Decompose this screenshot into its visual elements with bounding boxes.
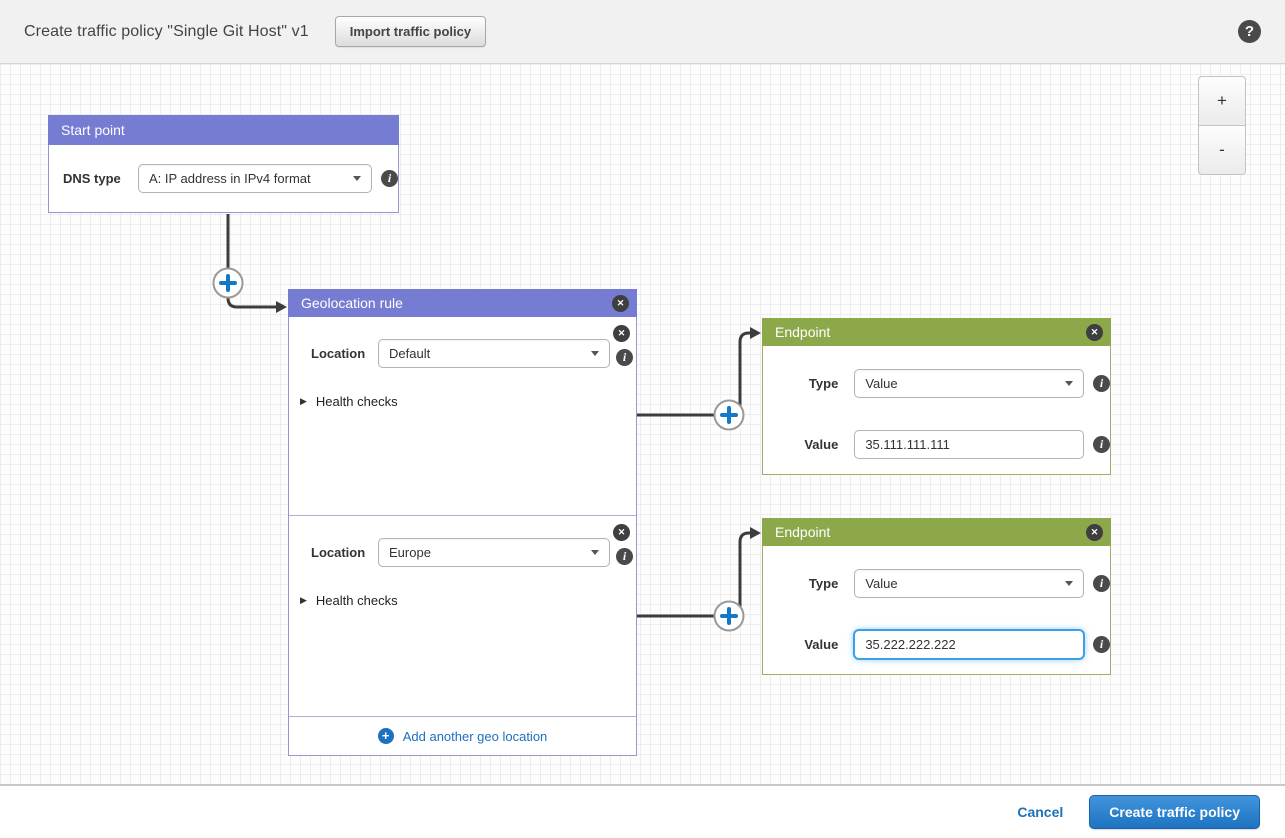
geolocation-rule-title: Geolocation rule — [301, 295, 403, 311]
location-value: Default — [389, 346, 431, 361]
location-row: Location Default i — [289, 317, 636, 368]
geo-section-default: ✕ Location Default i ▶ Health checks — [289, 317, 636, 515]
add-connection-button-endpoint-1[interactable] — [713, 399, 745, 431]
endpoint-body: Type Value i Value i — [762, 346, 1111, 475]
close-endpoint-icon[interactable]: ✕ — [1086, 523, 1103, 541]
add-connection-button-endpoint-2[interactable] — [713, 600, 745, 632]
type-value: Value — [865, 576, 898, 591]
page-header: Create traffic policy "Single Git Host" … — [0, 0, 1285, 64]
start-point-title: Start point — [61, 122, 125, 138]
start-point-header: Start point — [48, 115, 399, 145]
arrowhead-endpoint-2 — [750, 527, 761, 539]
arrowhead-endpoint-1 — [750, 327, 761, 339]
help-icon[interactable]: ? — [1238, 20, 1261, 43]
type-label: Type — [808, 376, 839, 391]
zoom-in-button[interactable]: + — [1198, 76, 1246, 126]
page-title: Create traffic policy "Single Git Host" … — [24, 22, 309, 40]
chevron-down-icon — [353, 176, 361, 181]
value-info-icon[interactable]: i — [1093, 436, 1110, 453]
traffic-policy-canvas[interactable]: + - Start point DNS type A: IP address i… — [0, 64, 1285, 786]
endpoint-node-1: Endpoint ✕ Type Value i Value i — [762, 318, 1111, 475]
add-geo-location-link[interactable]: + Add another geo location — [289, 716, 636, 755]
endpoint-header: Endpoint ✕ — [762, 518, 1111, 546]
close-section-icon[interactable]: ✕ — [613, 524, 630, 541]
import-traffic-policy-button[interactable]: Import traffic policy — [334, 16, 487, 47]
endpoint-value-input[interactable] — [854, 430, 1084, 459]
health-checks-label: Health checks — [315, 593, 398, 608]
dns-type-info-icon[interactable]: i — [381, 170, 398, 187]
endpoint-body: Type Value i Value i — [762, 546, 1111, 675]
location-info-icon[interactable]: i — [616, 548, 633, 565]
plus-icon: + — [377, 728, 394, 744]
location-dropdown[interactable]: Europe — [378, 538, 610, 567]
type-info-icon[interactable]: i — [1093, 375, 1110, 392]
chevron-down-icon — [1065, 381, 1073, 386]
canvas-zoom-controls: + - — [1198, 76, 1246, 175]
add-geo-location-label: Add another geo location — [402, 728, 548, 744]
type-value: Value — [865, 376, 898, 391]
geo-section-europe: ✕ Location Europe i ▶ Health checks — [289, 515, 636, 716]
location-info-icon[interactable]: i — [616, 349, 633, 366]
zoom-out-button[interactable]: - — [1198, 125, 1246, 175]
endpoint-type-dropdown[interactable]: Value — [854, 569, 1084, 598]
geolocation-rule-header: Geolocation rule ✕ — [288, 289, 637, 317]
health-checks-expander[interactable]: ▶ Health checks — [289, 593, 636, 608]
expander-triangle-icon: ▶ — [300, 396, 307, 406]
value-label: Value — [804, 437, 839, 452]
chevron-down-icon — [591, 351, 599, 356]
add-connection-button-start[interactable] — [212, 267, 244, 299]
geolocation-rule-node: Geolocation rule ✕ ✕ Location Default i … — [288, 289, 637, 756]
endpoint-node-2: Endpoint ✕ Type Value i Value i — [762, 518, 1111, 675]
endpoint-value-row: Value i — [763, 430, 1110, 459]
location-value: Europe — [389, 545, 431, 560]
type-label: Type — [808, 576, 839, 591]
dns-type-value: A: IP address in IPv4 format — [149, 171, 311, 186]
location-label: Location — [311, 346, 366, 361]
start-point-body: DNS type A: IP address in IPv4 format i — [48, 145, 399, 213]
action-footer: Cancel Create traffic policy — [0, 786, 1285, 838]
create-traffic-policy-button[interactable]: Create traffic policy — [1089, 795, 1260, 829]
location-row: Location Europe i — [289, 516, 636, 567]
health-checks-expander[interactable]: ▶ Health checks — [289, 394, 636, 409]
endpoint-title: Endpoint — [775, 524, 831, 540]
endpoint-type-dropdown[interactable]: Value — [854, 369, 1084, 398]
location-label: Location — [311, 545, 366, 560]
arrowhead-rule — [276, 301, 287, 313]
endpoint-value-row: Value i — [763, 630, 1110, 659]
close-endpoint-icon[interactable]: ✕ — [1086, 323, 1103, 341]
geolocation-rule-body: ✕ Location Default i ▶ Health checks ✕ — [288, 317, 637, 756]
health-checks-label: Health checks — [315, 394, 398, 409]
expander-triangle-icon: ▶ — [300, 595, 307, 605]
location-dropdown[interactable]: Default — [378, 339, 610, 368]
endpoint-header: Endpoint ✕ — [762, 318, 1111, 346]
start-point-node: Start point DNS type A: IP address in IP… — [48, 115, 399, 213]
endpoint-title: Endpoint — [775, 324, 831, 340]
endpoint-value-input-focused[interactable] — [854, 630, 1084, 659]
value-info-icon[interactable]: i — [1093, 636, 1110, 653]
close-rule-icon[interactable]: ✕ — [612, 294, 629, 312]
chevron-down-icon — [1065, 581, 1073, 586]
endpoint-type-row: Type Value i — [763, 369, 1110, 398]
cancel-button[interactable]: Cancel — [1017, 804, 1064, 820]
chevron-down-icon — [591, 550, 599, 555]
value-label: Value — [804, 637, 839, 652]
dns-type-dropdown[interactable]: A: IP address in IPv4 format — [138, 164, 372, 193]
connector-lines — [212, 214, 761, 632]
type-info-icon[interactable]: i — [1093, 575, 1110, 592]
endpoint-type-row: Type Value i — [763, 569, 1110, 598]
close-section-icon[interactable]: ✕ — [613, 325, 630, 342]
dns-type-label: DNS type — [63, 171, 121, 186]
